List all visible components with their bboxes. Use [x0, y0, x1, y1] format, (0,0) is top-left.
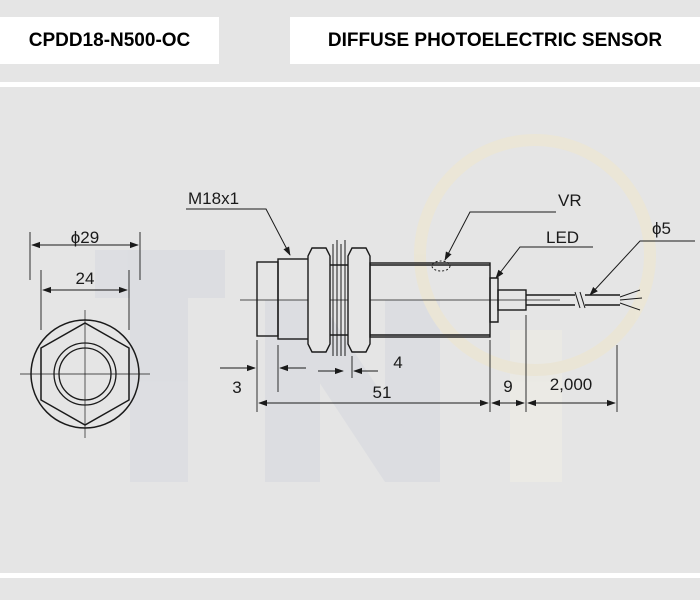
dim-nut-label: 4	[393, 353, 402, 372]
footer-separator	[0, 573, 700, 578]
product-type-box: DIFFUSE PHOTOELECTRIC SENSOR	[290, 17, 700, 64]
dim-body-length-label: 51	[373, 383, 392, 402]
dim-cable-gland-label: 9	[503, 377, 512, 396]
thread-spec-label: M18x1	[188, 189, 239, 208]
dim-front-label: 3	[232, 378, 241, 397]
thread-hatching	[332, 240, 346, 356]
dimension-lines	[220, 315, 618, 412]
cable-diameter-label: ϕ5	[652, 219, 671, 238]
hex-width-label: 24	[76, 269, 95, 288]
dim-cable-length-label: 2,000	[550, 375, 593, 394]
leader-lines	[186, 208, 695, 296]
led-label: LED	[546, 228, 579, 247]
front-view	[20, 232, 150, 438]
vr-label: VR	[558, 191, 582, 210]
outer-diameter-label: ϕ29	[71, 228, 99, 247]
model-title-box: CPDD18-N500-OC	[0, 17, 219, 64]
model-number: CPDD18-N500-OC	[28, 29, 191, 51]
header-separator	[0, 82, 700, 87]
side-view	[240, 240, 643, 356]
product-type-title: DIFFUSE PHOTOELECTRIC SENSOR	[327, 29, 663, 51]
